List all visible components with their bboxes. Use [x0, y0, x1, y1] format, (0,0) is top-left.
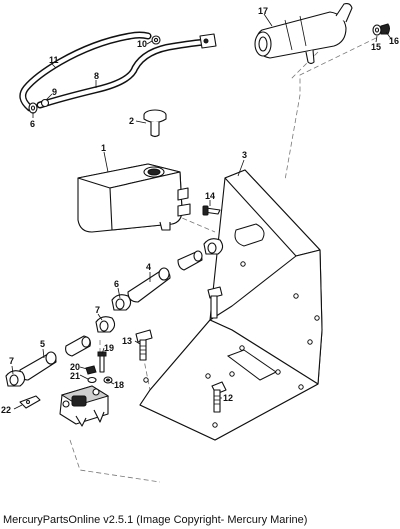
callout-22: 22 — [1, 405, 11, 415]
part-2-fill-cap[interactable] — [143, 109, 167, 138]
part-7-clamp-upper[interactable] — [203, 238, 224, 255]
callout-10: 10 — [137, 39, 147, 49]
hose-fitting — [199, 33, 217, 49]
part-12-bolt[interactable] — [211, 381, 227, 413]
callout-15: 15 — [371, 42, 381, 52]
callout-8: 8 — [94, 71, 99, 81]
part-13-bolt[interactable] — [135, 329, 153, 361]
part-11-hose[interactable] — [19, 31, 152, 112]
callout-14: 14 — [205, 191, 215, 201]
part-14-screw[interactable] — [202, 205, 221, 216]
bracket-upper-bolt — [207, 286, 223, 319]
part-8-hose[interactable] — [36, 38, 212, 109]
part-21-washer[interactable] — [87, 376, 97, 384]
part-22-bracket-plate — [19, 395, 41, 409]
callout-2: 2 — [129, 116, 134, 126]
part-4-hose-upper[interactable] — [127, 267, 171, 303]
callout-7a: 7 — [95, 305, 100, 315]
part-9-clamp[interactable] — [40, 98, 50, 108]
callout-18: 18 — [114, 380, 124, 390]
callout-6b: 6 — [30, 119, 35, 129]
exploded-parts-diagram: 1 2 3 4 5 6 6 7 7 8 9 10 11 12 13 14 15 … — [1, 2, 399, 483]
callout-1: 1 — [101, 143, 106, 153]
callout-labels: 1 2 3 4 5 6 6 7 7 8 9 10 11 12 13 14 15 … — [1, 6, 399, 415]
copyright-footer: MercuryPartsOnline v2.5.1 (Image Copyrig… — [3, 514, 308, 526]
part-7-clamp-lower[interactable] — [5, 370, 26, 387]
callout-21: 21 — [70, 371, 80, 381]
part-17-cooler[interactable] — [254, 2, 353, 65]
callout-12: 12 — [223, 393, 233, 403]
part-10-clamp[interactable] — [151, 35, 161, 45]
part-4-hose-upper-short[interactable] — [177, 250, 203, 271]
callout-19: 19 — [104, 343, 114, 353]
part-15-washer[interactable] — [372, 24, 382, 36]
callout-20: 20 — [70, 362, 80, 372]
callout-16: 16 — [389, 36, 399, 46]
part-7-clamp-middle[interactable] — [95, 316, 116, 333]
callout-11: 11 — [49, 55, 59, 65]
part-20-nut[interactable] — [85, 365, 97, 375]
part-5-hose[interactable] — [19, 351, 57, 381]
callout-7b: 7 — [9, 356, 14, 366]
callout-leaders — [11, 13, 393, 410]
callout-13: 13 — [122, 336, 132, 346]
part-22-solenoid[interactable] — [59, 385, 110, 427]
part-5-hose-short[interactable] — [65, 335, 91, 357]
callout-4: 4 — [146, 262, 151, 272]
callout-3: 3 — [242, 150, 247, 160]
callout-9: 9 — [52, 87, 57, 97]
part-1-reservoir-tank[interactable] — [77, 163, 191, 233]
part-3-bracket[interactable] — [139, 169, 323, 441]
part-18-washer[interactable] — [103, 376, 113, 384]
part-6-clamp-upper[interactable] — [111, 294, 132, 311]
part-16-cap[interactable] — [380, 23, 390, 35]
callout-5: 5 — [40, 339, 45, 349]
part-19-screw[interactable] — [97, 351, 107, 373]
part-6-clamp-small[interactable] — [28, 102, 38, 114]
callout-6a: 6 — [114, 279, 119, 289]
callout-17: 17 — [258, 6, 268, 16]
